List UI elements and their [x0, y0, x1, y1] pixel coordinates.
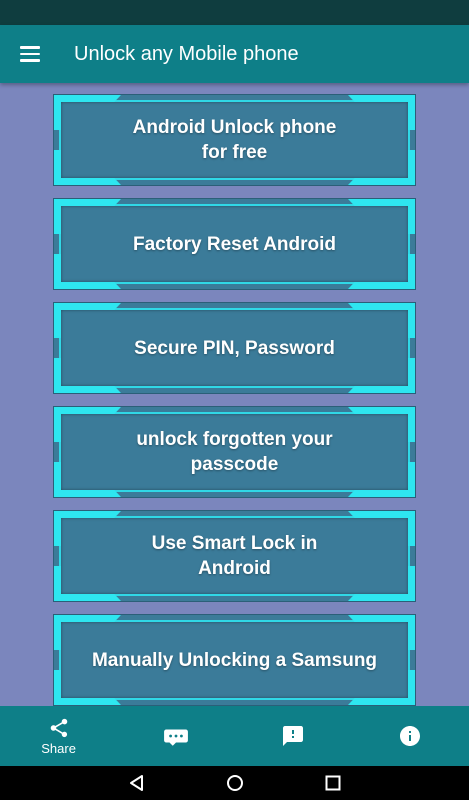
info-button[interactable]: [370, 708, 450, 764]
card-factory-reset[interactable]: Factory Reset Android: [53, 198, 416, 290]
card-android-unlock[interactable]: Android Unlock phone for free: [53, 94, 416, 186]
feedback-button[interactable]: [253, 708, 333, 764]
card-label: Secure PIN, Password: [134, 337, 335, 359]
share-icon: [50, 718, 67, 737]
card-samsung-unlock[interactable]: Manually Unlocking a Samsung: [53, 614, 416, 706]
card-forgotten-passcode[interactable]: unlock forgotten your passcode: [53, 406, 416, 498]
card-list: Android Unlock phone for free Factory Re…: [0, 83, 469, 706]
message-icon: [163, 729, 188, 746]
app-bar: Unlock any Mobile phone: [0, 25, 469, 83]
system-nav-bar: [0, 766, 469, 800]
back-icon[interactable]: [127, 773, 147, 793]
message-button[interactable]: [136, 708, 216, 764]
card-smart-lock[interactable]: Use Smart Lock in Android: [53, 510, 416, 602]
card-secure-pin[interactable]: Secure PIN, Password: [53, 302, 416, 394]
feedback-icon: [283, 726, 304, 746]
share-button[interactable]: Share: [19, 708, 99, 764]
recents-icon[interactable]: [323, 773, 343, 793]
status-bar: [0, 0, 469, 25]
card-label: Use Smart Lock in Android: [151, 533, 318, 579]
card-label: Factory Reset Android: [132, 233, 337, 255]
home-icon[interactable]: [225, 773, 245, 793]
card-label: unlock forgotten your passcode: [136, 429, 333, 475]
info-icon: [400, 726, 421, 746]
card-label: Android Unlock phone for free: [132, 117, 337, 163]
share-label: Share: [41, 740, 76, 756]
bottom-nav: Share: [0, 706, 469, 766]
card-label: Manually Unlocking a Samsung: [91, 649, 378, 671]
app-title: Unlock any Mobile phone: [74, 42, 299, 65]
hamburger-menu-icon[interactable]: [12, 36, 48, 72]
